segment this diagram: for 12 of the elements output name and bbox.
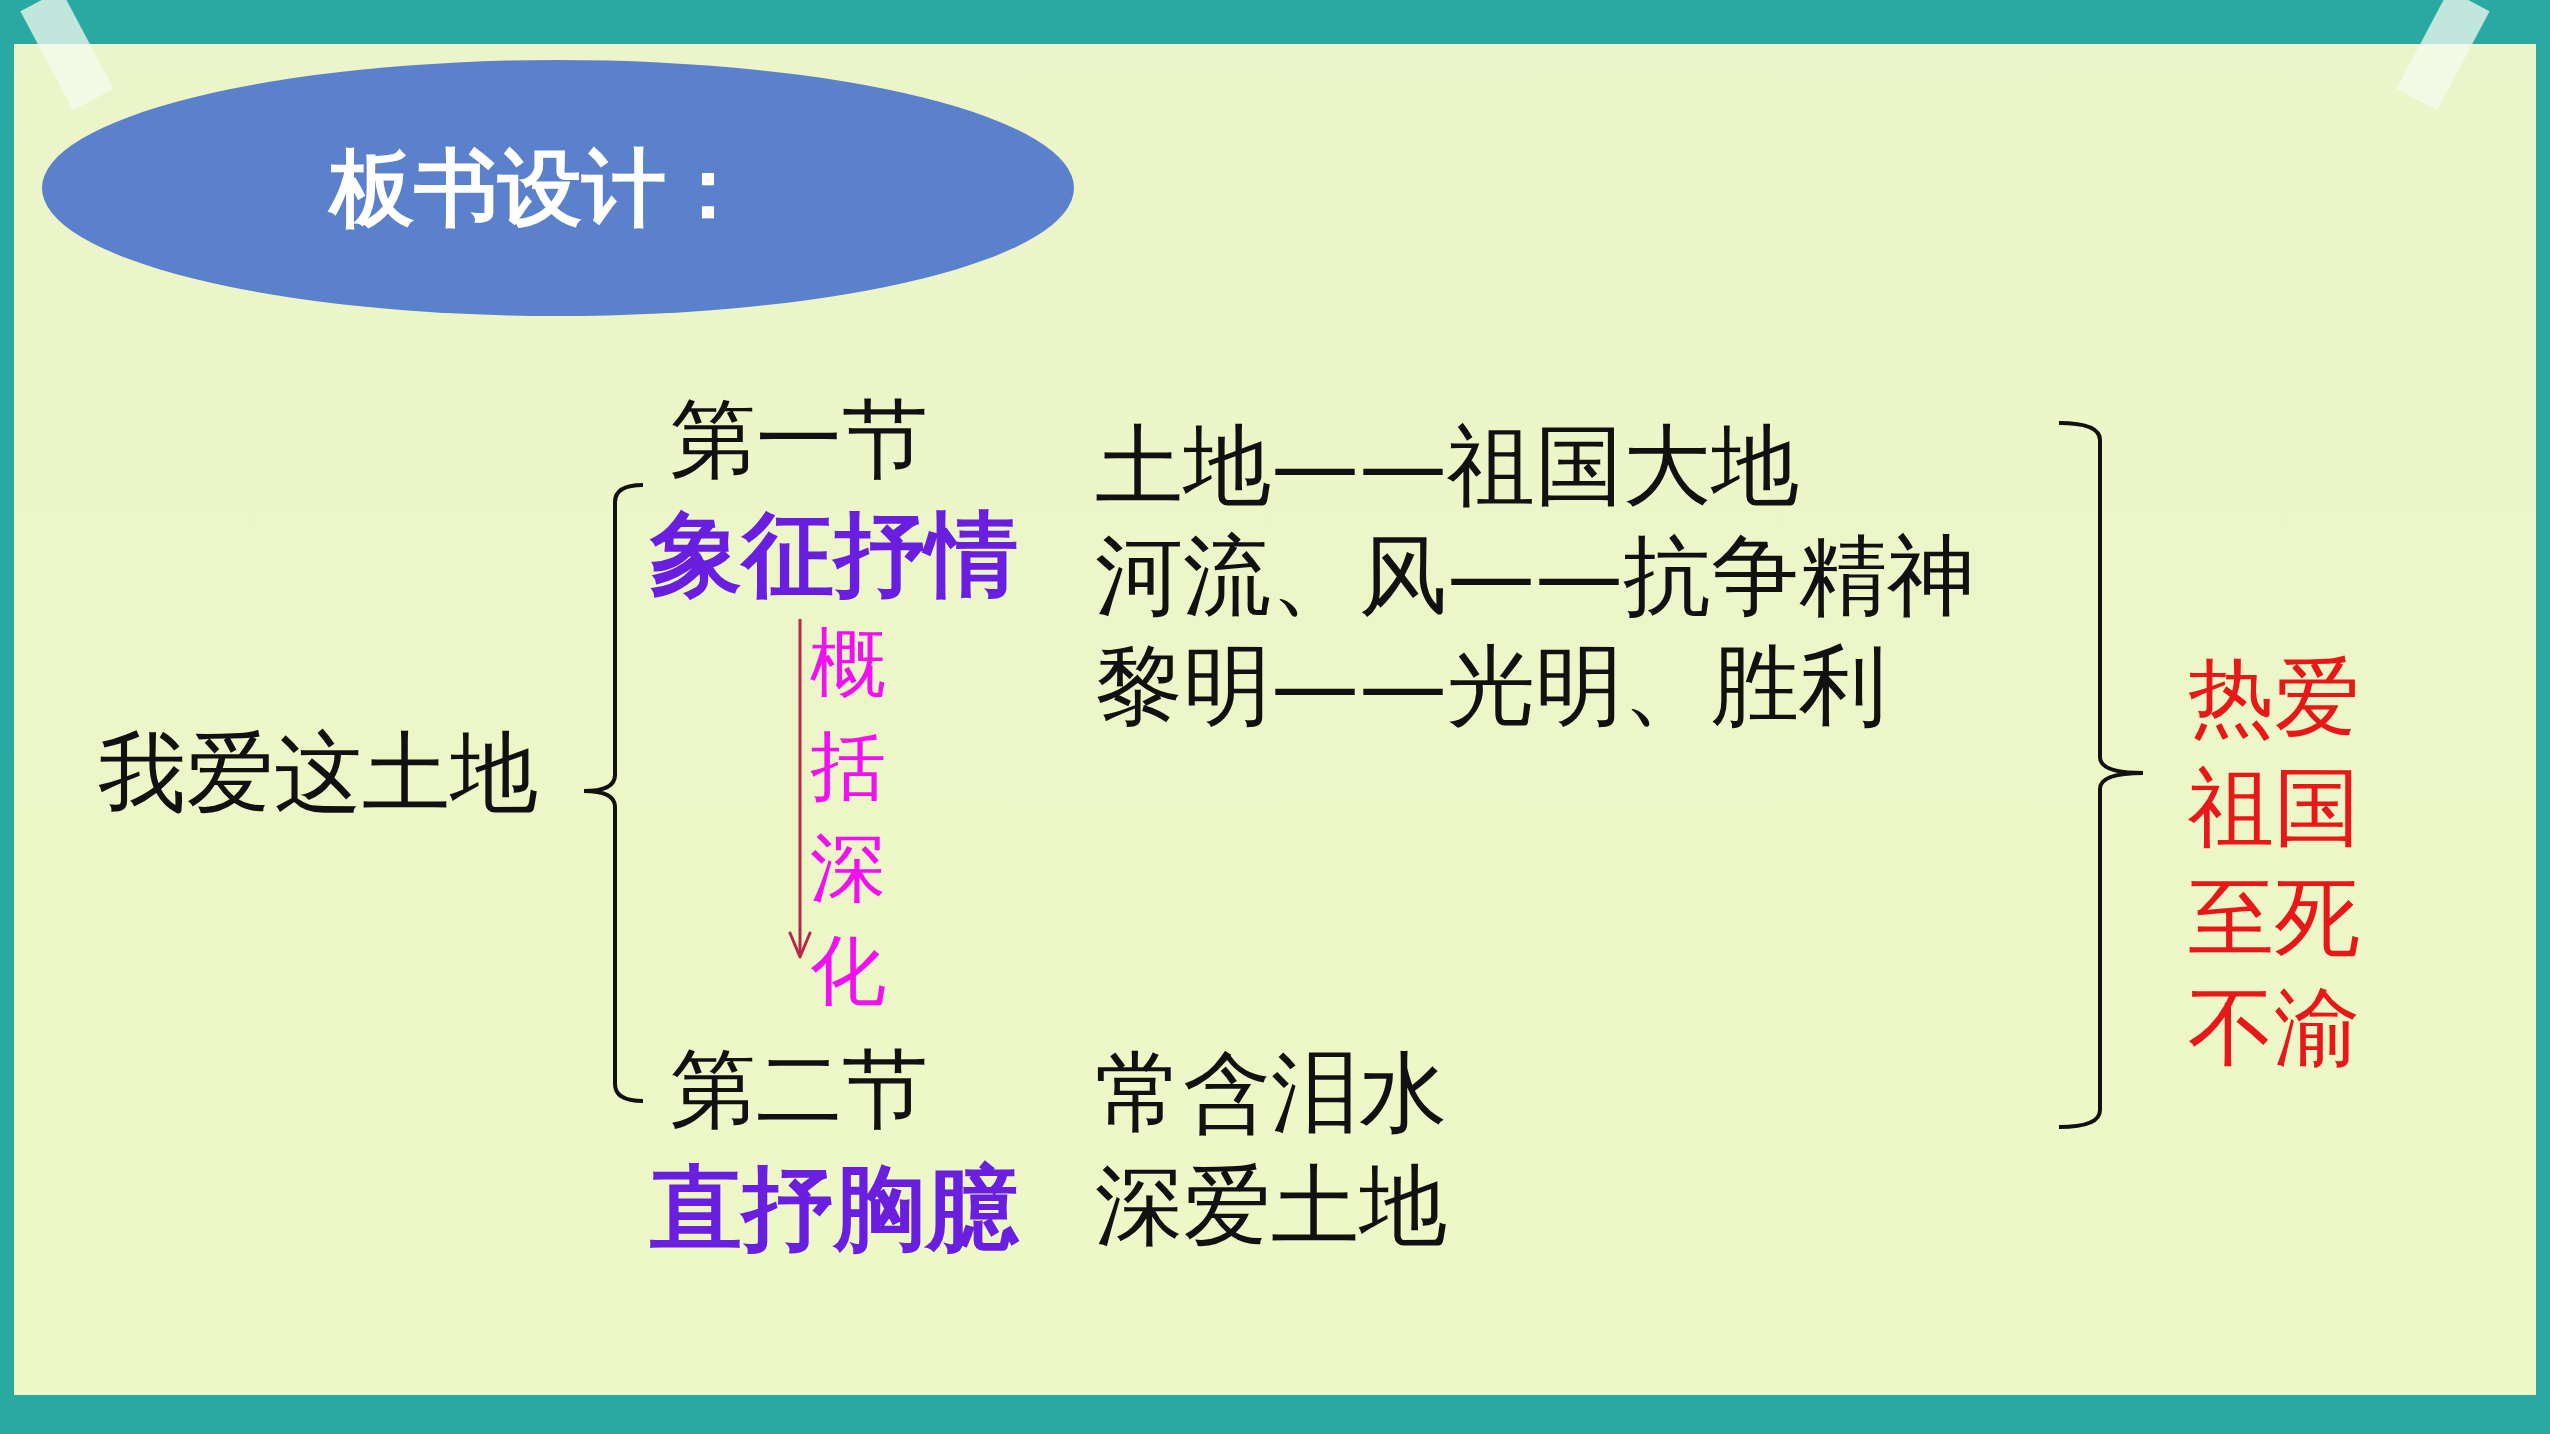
content-text: 深爱土地 bbox=[1095, 1155, 1447, 1257]
technique-label: 象征抒情 bbox=[650, 502, 1018, 608]
vertical-note: 概括深化 bbox=[810, 617, 887, 1017]
section-label: 第一节 bbox=[670, 390, 928, 489]
topic-label: 我爱这土地 bbox=[98, 722, 538, 824]
meaning-text: 河流、风——抗争精神 bbox=[1095, 525, 1975, 627]
content-text: 常含泪水 bbox=[1095, 1042, 1447, 1144]
meaning-text: 土地——祖国大地 bbox=[1095, 415, 1799, 517]
meaning-text: 黎明——光明、胜利 bbox=[1095, 635, 1887, 737]
theme-text: 热爱祖国至死不渝 bbox=[2188, 646, 2361, 1080]
section-label: 第二节 bbox=[670, 1040, 928, 1139]
technique-label: 直抒胸臆 bbox=[650, 1156, 1018, 1262]
